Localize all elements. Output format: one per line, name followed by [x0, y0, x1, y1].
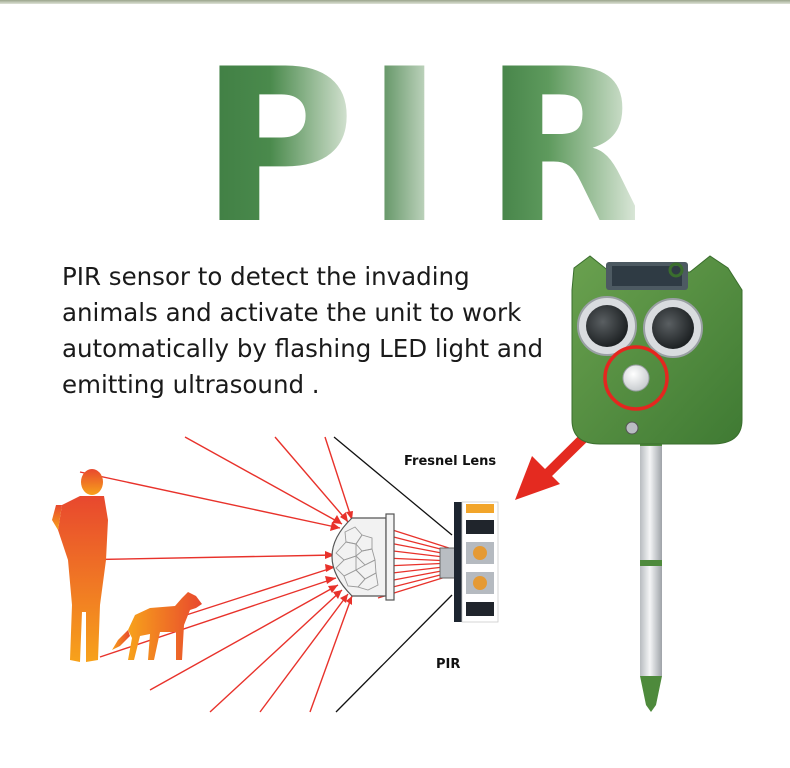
- detection-rays: [69, 436, 353, 713]
- pir-label: PIR: [436, 657, 461, 672]
- fresnel-lens-label: Fresnel Lens: [404, 454, 497, 469]
- headline-letter-i: I: [365, 48, 444, 228]
- ray-arrowheads: [325, 511, 353, 605]
- repeller-device: [571, 255, 743, 712]
- headline-letter-p: P: [200, 48, 355, 228]
- headline-letter-r: R: [483, 48, 635, 228]
- description-line-2: animals and activate the unit to work: [62, 298, 522, 327]
- guide-lines: [333, 436, 453, 713]
- description-line-1: PIR sensor to detect the invading: [62, 262, 470, 291]
- fresnel-lens: [331, 513, 395, 601]
- description-line-4: emitting ultrasound .: [62, 370, 320, 399]
- headline-pir: P I R: [195, 48, 635, 228]
- description-line-3: automatically by flashing LED light and: [62, 334, 544, 363]
- dog-silhouette: [112, 592, 202, 660]
- top-border: [0, 0, 790, 4]
- pir-sensor-board: [439, 501, 499, 623]
- description-text: PIR sensor to detect the invading animal…: [62, 259, 562, 403]
- person-silhouette: [52, 469, 108, 662]
- focused-rays: [377, 525, 453, 599]
